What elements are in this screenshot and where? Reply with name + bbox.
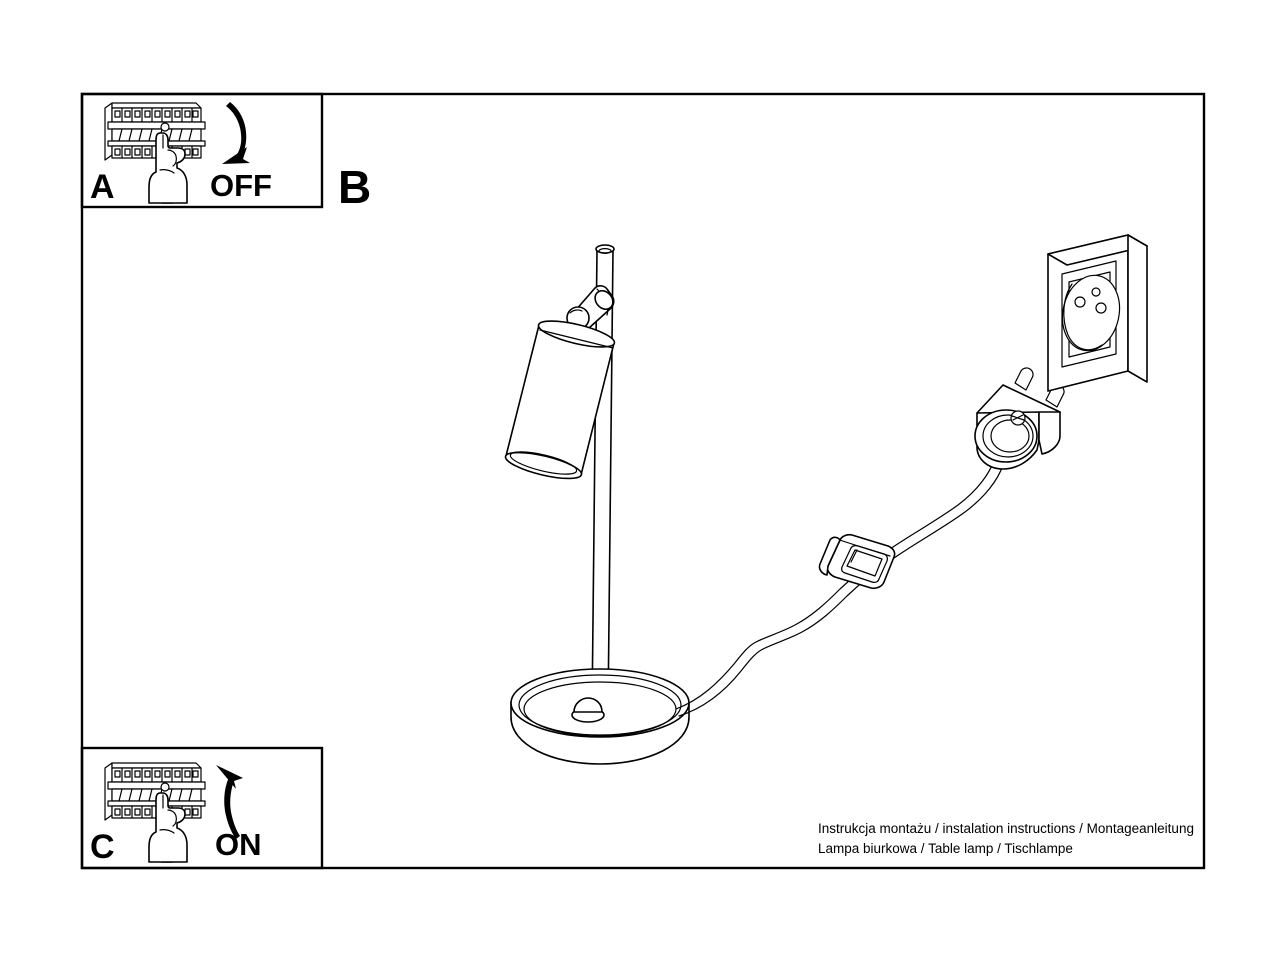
socket-pin-hole-right xyxy=(1095,302,1107,314)
arrow-down-a-head xyxy=(222,147,250,164)
inline-switch-body xyxy=(826,533,896,590)
step-b-letter: B xyxy=(338,161,371,213)
caption-block: Instrukcja montażu / instalation instruc… xyxy=(818,821,1194,856)
plug-side-face xyxy=(1038,411,1061,455)
lamp-shade-opening xyxy=(504,451,583,480)
outer-border xyxy=(80,92,1206,870)
lamp-base-screw-boss xyxy=(573,697,603,713)
arrow-down-a xyxy=(222,102,250,164)
arrow-up-c xyxy=(216,765,243,839)
step-a-box xyxy=(80,92,324,209)
lamp-arm-collar xyxy=(594,289,614,311)
breaker-busbar-upper-c xyxy=(107,781,206,790)
plug-earth-screw-slot xyxy=(1011,414,1025,421)
lamp-pole-top-inner xyxy=(598,248,612,255)
plug-face-outer xyxy=(974,409,1038,463)
arrow-up-c-shaft xyxy=(224,775,240,839)
arrow-up-c-head xyxy=(216,765,243,789)
step-c-box xyxy=(80,746,324,870)
lamp-shade-top-rim xyxy=(539,329,614,349)
breaker-top-face-c xyxy=(111,762,202,769)
breaker-active-toggle xyxy=(160,122,170,132)
inline-switch[interactable] xyxy=(818,533,896,590)
breaker-top-face xyxy=(111,102,202,109)
lamp-base-rim-inner xyxy=(518,674,682,736)
breaker-panel-a xyxy=(104,102,206,204)
inline-switch-recess xyxy=(841,545,888,583)
hand-knuckle-1-c xyxy=(167,809,177,827)
step-panel-c: C ON xyxy=(80,746,324,870)
breaker-panel-c xyxy=(104,762,206,863)
lamp-shade-opening-inner xyxy=(509,451,578,475)
socket-plate-side xyxy=(1127,234,1148,383)
hand-knuckle-2 xyxy=(159,169,175,174)
plug-pin-left xyxy=(1014,367,1034,391)
step-a-letter: A xyxy=(90,168,115,206)
breaker-housing-side-c xyxy=(104,762,113,821)
hand-silhouette-c xyxy=(148,792,188,863)
step-panel-a: A OFF xyxy=(80,92,324,209)
socket-recess-shadow xyxy=(1063,283,1103,351)
power-cable xyxy=(675,457,1004,717)
breaker-housing-side xyxy=(104,102,113,161)
inline-switch-rocker-edge xyxy=(850,549,858,563)
plug-face-inner xyxy=(990,419,1030,453)
socket-pin-hole-left xyxy=(1074,296,1086,308)
socket-earth-hole xyxy=(1091,287,1101,297)
step-c-state-label: ON xyxy=(215,827,262,862)
euro-plug[interactable] xyxy=(974,367,1065,470)
inline-switch-endcap xyxy=(818,536,841,576)
cable-line-lower xyxy=(678,464,1004,717)
lamp-base-top xyxy=(510,668,690,738)
lamp-shade-top xyxy=(537,320,616,348)
table-lamp-illustration xyxy=(504,244,690,765)
lamp-base xyxy=(510,668,690,765)
arrow-down-a-shaft xyxy=(226,102,247,158)
inline-switch-rocker xyxy=(846,549,883,577)
hand-knuckle-1 xyxy=(167,149,177,167)
wall-socket[interactable] xyxy=(1047,234,1148,392)
caption-line-2: Lampa biurkowa / Table lamp / Tischlampe xyxy=(818,841,1073,856)
inline-switch-top-edge xyxy=(839,539,891,557)
lamp-ball-highlight xyxy=(569,309,583,314)
breaker-active-toggle-c xyxy=(160,782,170,792)
hand-silhouette xyxy=(148,132,188,204)
socket-inner-frame xyxy=(1061,260,1117,368)
plug-face-mid xyxy=(982,414,1034,458)
lamp-shade xyxy=(504,320,616,480)
hand-knuckle-2-c xyxy=(159,829,175,834)
cable-line-upper xyxy=(675,457,996,710)
step-c-letter: C xyxy=(90,828,115,866)
step-a-state-label: OFF xyxy=(210,168,272,203)
breaker-busbar-upper xyxy=(107,121,206,130)
caption-line-1: Instrukcja montażu / instalation instruc… xyxy=(818,821,1194,836)
breaker-module-dividers xyxy=(118,107,193,159)
